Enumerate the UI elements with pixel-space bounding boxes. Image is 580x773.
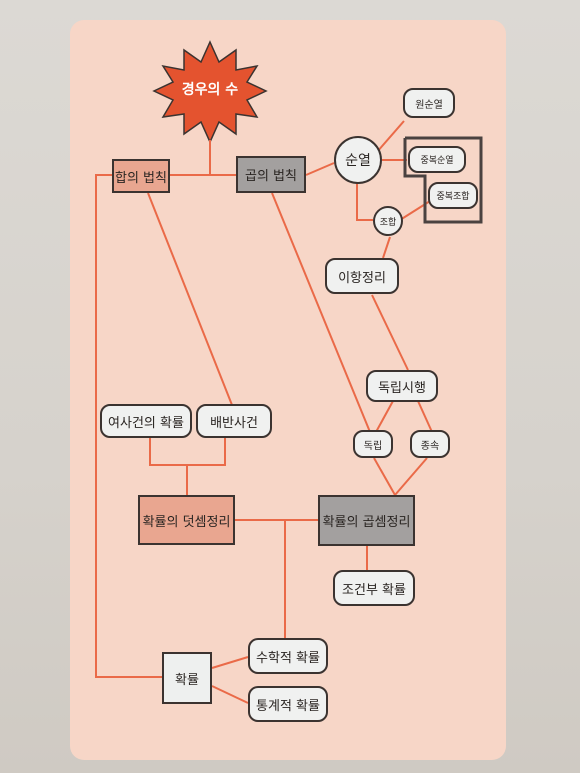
multiplication-theorem-node: 확률의 곱셈정리 bbox=[318, 495, 415, 546]
sum-rule-node: 합의 법칙 bbox=[112, 159, 170, 193]
addition-theorem-node: 확률의 덧셈정리 bbox=[138, 495, 235, 545]
binomial-theorem-node: 이항정리 bbox=[325, 258, 399, 294]
complement-event-node: 여사건의 확률 bbox=[100, 404, 192, 438]
counting-label: 경우의 수 bbox=[181, 82, 239, 98]
dependent-node: 종속 bbox=[410, 430, 450, 458]
statistical-probability-node: 통계적 확률 bbox=[248, 686, 328, 722]
combination-node: 조합 bbox=[373, 206, 403, 236]
independent-trials-node: 독립시행 bbox=[366, 370, 438, 402]
permutation-node: 순열 bbox=[334, 136, 382, 184]
product-rule-node: 곱의 법칙 bbox=[236, 156, 306, 193]
repeated-combination-node: 중복조합 bbox=[428, 182, 478, 209]
independent-node: 독립 bbox=[353, 430, 393, 458]
repeated-permutation-node: 중복순열 bbox=[408, 146, 466, 173]
conditional-probability-node: 조건부 확률 bbox=[333, 570, 415, 606]
exclusive-events-node: 배반사건 bbox=[196, 404, 272, 438]
repeated-group-bracket bbox=[403, 136, 483, 224]
probability-node: 확률 bbox=[162, 652, 212, 704]
mathematical-probability-node: 수학적 확률 bbox=[248, 638, 328, 674]
circular-permutation-node: 원순열 bbox=[403, 88, 455, 118]
